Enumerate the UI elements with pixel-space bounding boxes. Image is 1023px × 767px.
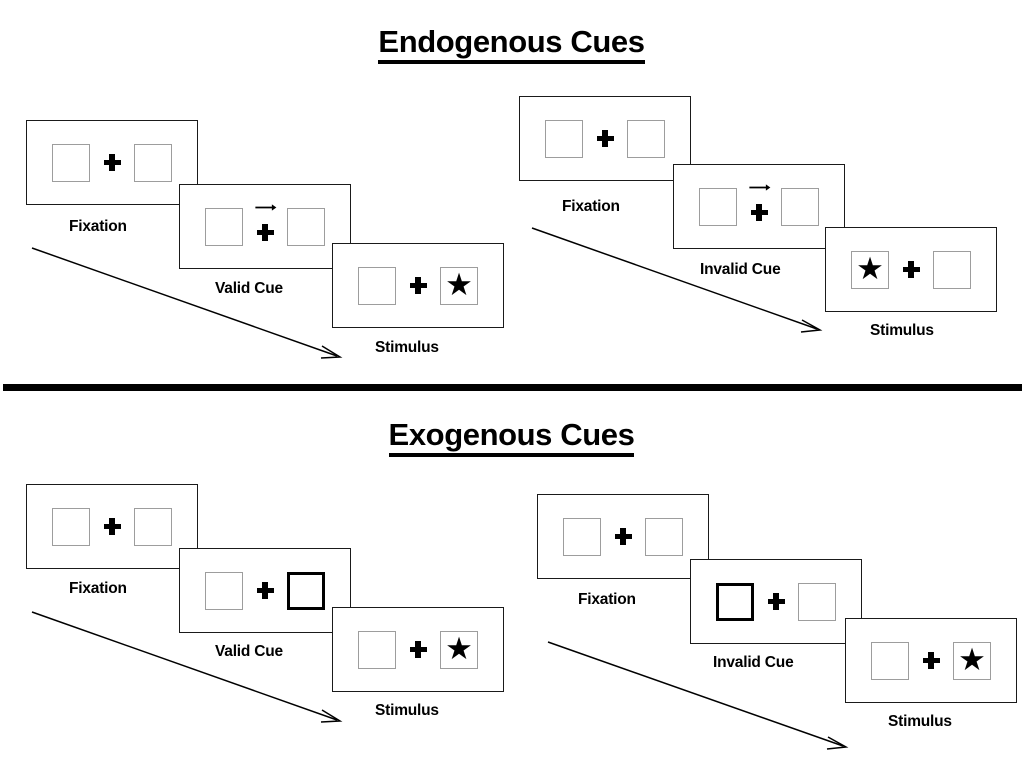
- frame-content: [716, 580, 836, 624]
- left-box: [545, 119, 583, 158]
- caption-exogenous-invalid-stimulus: Stimulus: [888, 713, 952, 730]
- box-content: ★: [856, 251, 884, 286]
- left-box: [699, 187, 737, 226]
- caption-exogenous-valid-cue: Valid Cue: [215, 643, 283, 660]
- center-cluster: [601, 515, 645, 559]
- right-box: [627, 119, 665, 158]
- caption-endogenous-invalid-stimulus: Stimulus: [870, 322, 934, 339]
- left-box-cued: [716, 582, 754, 621]
- caption-exogenous-invalid-fixation: Fixation: [578, 591, 636, 608]
- right-box: ★: [440, 630, 478, 669]
- caption-endogenous-invalid-fixation: Fixation: [562, 198, 620, 215]
- caption-endogenous-valid-cue: Valid Cue: [215, 280, 283, 297]
- fixation-cross-icon: [103, 154, 121, 171]
- frame-endogenous-invalid-stimulus: ★: [825, 227, 997, 312]
- flow-arrow-exogenous-invalid: [546, 640, 856, 752]
- caption-exogenous-valid-stimulus: Stimulus: [375, 702, 439, 719]
- frame-exogenous-valid-fixation: [26, 484, 198, 569]
- center-cluster: [243, 203, 287, 249]
- frame-content: [52, 505, 172, 549]
- frame-content: ★: [851, 248, 971, 292]
- left-box: [205, 207, 243, 246]
- center-cluster: [754, 580, 798, 624]
- box-content: ★: [958, 642, 986, 677]
- frame-content: ★: [871, 639, 991, 683]
- fixation-cross-icon: [256, 582, 274, 599]
- box-content: ★: [445, 267, 473, 302]
- left-box: [871, 641, 909, 680]
- frame-endogenous-invalid-fixation: [519, 96, 691, 181]
- right-box: ★: [953, 641, 991, 680]
- fixation-cross-icon: [902, 261, 920, 278]
- section-title-exogenous: Exogenous Cues: [0, 417, 1023, 457]
- frame-endogenous-invalid-cue: [673, 164, 845, 249]
- center-cluster: [737, 183, 781, 229]
- frame-exogenous-valid-cue: [179, 548, 351, 633]
- caption-exogenous-valid-fixation: Fixation: [69, 580, 127, 597]
- fixation-cross-icon: [596, 130, 614, 147]
- center-cluster: [243, 569, 287, 613]
- frame-content: ★: [358, 628, 478, 672]
- frame-exogenous-invalid-fixation: [537, 494, 709, 579]
- section-divider: [3, 384, 1022, 391]
- right-box-cued: [287, 571, 325, 610]
- center-cluster: [90, 505, 134, 549]
- right-box: [287, 207, 325, 246]
- center-cluster: [583, 117, 627, 161]
- frame-exogenous-valid-stimulus: ★: [332, 607, 504, 692]
- center-cluster: [889, 248, 933, 292]
- fixation-cross-icon: [409, 641, 427, 658]
- frame-content: [205, 203, 325, 249]
- box-content: ★: [445, 631, 473, 666]
- right-box: [933, 250, 971, 289]
- section-title-endogenous-text: Endogenous Cues: [378, 25, 645, 64]
- right-box: [645, 517, 683, 556]
- cue-arrow-right-icon: [749, 183, 771, 192]
- section-title-endogenous: Endogenous Cues: [0, 24, 1023, 64]
- fixation-cross-icon: [922, 652, 940, 669]
- frame-content: [205, 569, 325, 613]
- frame-content: [563, 515, 683, 559]
- fixation-cross-icon: [103, 518, 121, 535]
- right-box: [798, 582, 836, 621]
- fixation-cross-icon: [750, 204, 768, 221]
- left-box: [52, 507, 90, 546]
- fixation-cross-icon: [614, 528, 632, 545]
- center-cluster: [396, 264, 440, 308]
- caption-endogenous-valid-stimulus: Stimulus: [375, 339, 439, 356]
- fixation-cross-icon: [767, 593, 785, 610]
- caption-endogenous-valid-fixation: Fixation: [69, 218, 127, 235]
- caption-endogenous-invalid-cue: Invalid Cue: [700, 261, 781, 278]
- fixation-cross-icon: [256, 224, 274, 241]
- right-box: ★: [440, 266, 478, 305]
- frame-content: [52, 141, 172, 185]
- caption-exogenous-invalid-cue: Invalid Cue: [713, 654, 794, 671]
- left-box: [205, 571, 243, 610]
- center-cluster: [909, 639, 953, 683]
- section-title-exogenous-text: Exogenous Cues: [388, 418, 635, 457]
- left-box: [358, 266, 396, 305]
- frame-endogenous-valid-stimulus: ★: [332, 243, 504, 328]
- fixation-cross-icon: [409, 277, 427, 294]
- right-box: [134, 507, 172, 546]
- frame-content: [545, 117, 665, 161]
- left-box: [52, 143, 90, 182]
- frame-endogenous-valid-fixation: [26, 120, 198, 205]
- center-cluster: [90, 141, 134, 185]
- left-box: ★: [851, 250, 889, 289]
- frame-content: [699, 183, 819, 229]
- right-box: [134, 143, 172, 182]
- center-cluster: [396, 628, 440, 672]
- frame-content: ★: [358, 264, 478, 308]
- frame-exogenous-invalid-stimulus: ★: [845, 618, 1017, 703]
- frame-endogenous-valid-cue: [179, 184, 351, 269]
- right-box: [781, 187, 819, 226]
- cue-arrow-right-icon: [255, 203, 277, 212]
- frame-exogenous-invalid-cue: [690, 559, 862, 644]
- left-box: [358, 630, 396, 669]
- left-box: [563, 517, 601, 556]
